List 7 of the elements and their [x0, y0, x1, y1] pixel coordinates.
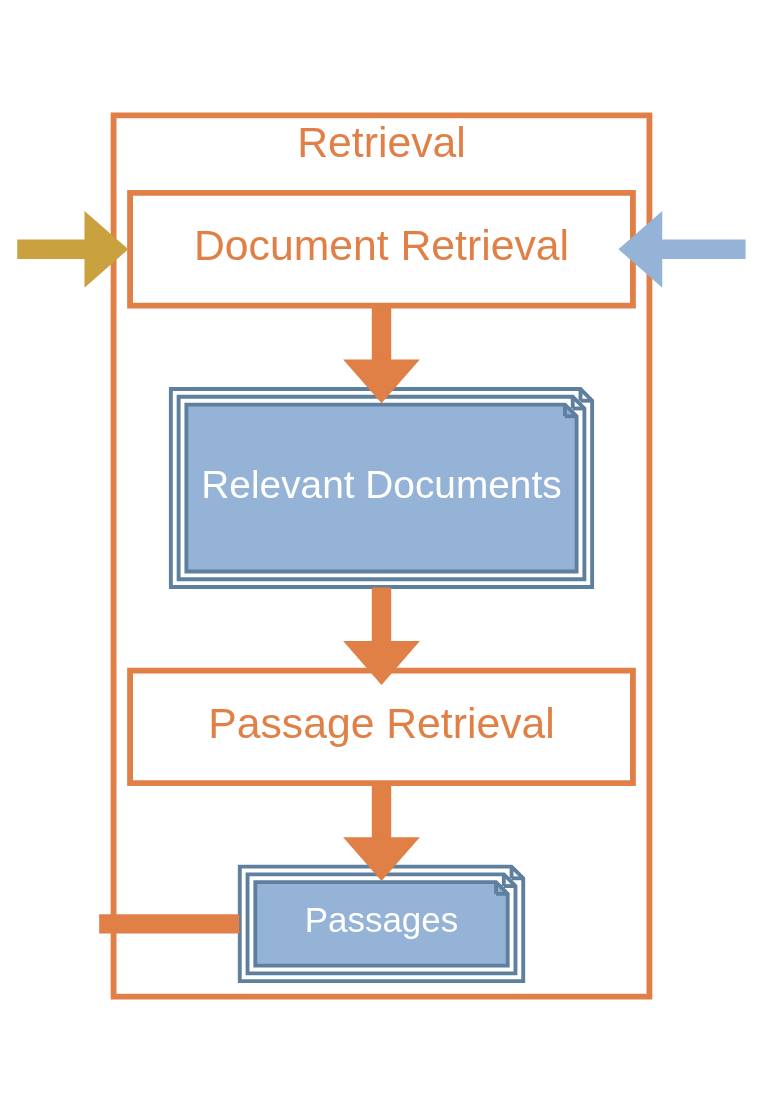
arrow: [343, 783, 420, 881]
connector: [99, 913, 240, 934]
node-box: Passage Retrieval: [127, 667, 636, 786]
arrow: [343, 587, 420, 685]
arrow: [618, 210, 746, 288]
arrow: [343, 305, 420, 403]
node-box: Document Retrieval: [127, 189, 636, 308]
